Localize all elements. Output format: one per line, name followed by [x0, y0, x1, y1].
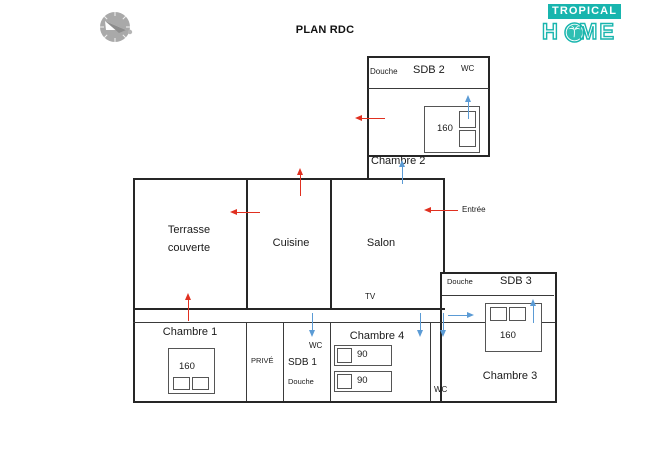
nightstand — [192, 377, 209, 390]
access-arrow-wc-2 — [464, 95, 473, 119]
room-label-douche-3: Douche — [447, 277, 473, 286]
room-label-douche-2: Douche — [370, 67, 398, 76]
wall-segment — [330, 178, 332, 308]
flow-arrow-chambre-2 — [355, 114, 385, 123]
logo-bottom-left: H — [541, 19, 560, 44]
bed-size-chambre-1: 160 — [179, 361, 195, 372]
room-label-cuisine: Cuisine — [272, 237, 310, 249]
flow-arrow-chambre-1 — [184, 293, 193, 321]
bed-size-chambre-4-b: 90 — [357, 375, 368, 386]
wall-segment — [441, 295, 554, 296]
wall-segment — [133, 322, 555, 323]
wall-segment — [555, 272, 557, 403]
wall-segment — [133, 308, 445, 310]
nightstand — [459, 111, 476, 128]
wall-segment — [367, 155, 490, 157]
wall-segment — [283, 322, 284, 401]
room-label-tv: TV — [365, 292, 376, 301]
access-arrow-sdb-1 — [308, 313, 317, 337]
wall-segment — [440, 272, 442, 403]
access-arrow-wc-4 — [439, 313, 448, 337]
bed-size-chambre-3: 160 — [500, 330, 516, 341]
access-arrow-chambre-3 — [448, 311, 474, 320]
nightstand — [337, 348, 352, 363]
nightstand — [337, 374, 352, 389]
room-label-chambre-4: Chambre 4 — [349, 330, 405, 342]
wall-segment — [488, 56, 490, 156]
logo-top-word: TROPICAL — [548, 4, 622, 19]
room-label-wc-4: WC — [434, 385, 448, 394]
bed-size-chambre-4-a: 90 — [357, 349, 368, 360]
room-label-entree: Entrée — [462, 205, 486, 214]
wall-segment — [246, 322, 247, 401]
access-arrow-chambre-2 — [398, 160, 407, 184]
wall-segment — [430, 322, 431, 401]
palm-tree-icon — [564, 22, 585, 43]
room-label-terrasse-line2: couverte — [167, 242, 211, 254]
wall-segment — [440, 272, 555, 274]
flow-arrow-cuisine-top — [296, 168, 305, 196]
wall-segment — [367, 56, 490, 58]
bed-size-chambre-2: 160 — [437, 123, 453, 134]
room-label-terrasse-line1: Terrasse — [167, 224, 211, 236]
wall-segment — [133, 401, 555, 403]
page-title: PLAN RDC — [295, 24, 355, 36]
room-label-chambre-1: Chambre 1 — [162, 326, 218, 338]
room-label-wc-2: WC — [461, 64, 475, 73]
wall-segment — [133, 178, 135, 403]
wall-segment — [368, 88, 489, 89]
nightstand — [490, 307, 507, 321]
access-arrow-sdb-3 — [529, 299, 538, 323]
wall-segment — [330, 322, 331, 401]
room-label-douche-1: Douche — [288, 377, 314, 386]
room-label-sdb-3: SDB 3 — [500, 275, 532, 287]
nightstand — [509, 307, 526, 321]
room-label-wc-1: WC — [309, 341, 323, 350]
wall-segment — [246, 178, 248, 308]
flow-arrow-terrasse — [230, 208, 260, 217]
nightstand — [459, 130, 476, 147]
room-label-prive: PRIVÉ — [251, 356, 274, 365]
nightstand — [173, 377, 190, 390]
room-label-chambre-3: Chambre 3 — [482, 370, 538, 382]
room-label-salon: Salon — [366, 237, 396, 249]
room-label-sdb-2: SDB 2 — [413, 64, 445, 76]
logo-bottom-word: HOME — [541, 19, 638, 44]
flow-arrow-entree — [424, 206, 458, 215]
room-label-sdb-1: SDB 1 — [288, 357, 317, 368]
wall-segment — [133, 178, 445, 180]
access-arrow-chambre-4 — [416, 313, 425, 337]
compass-rose-icon — [96, 8, 136, 48]
brand-logo: TROPICAL HOME — [540, 4, 640, 46]
room-label-chambre-2: Chambre 2 — [371, 155, 426, 167]
wall-segment — [443, 178, 445, 273]
